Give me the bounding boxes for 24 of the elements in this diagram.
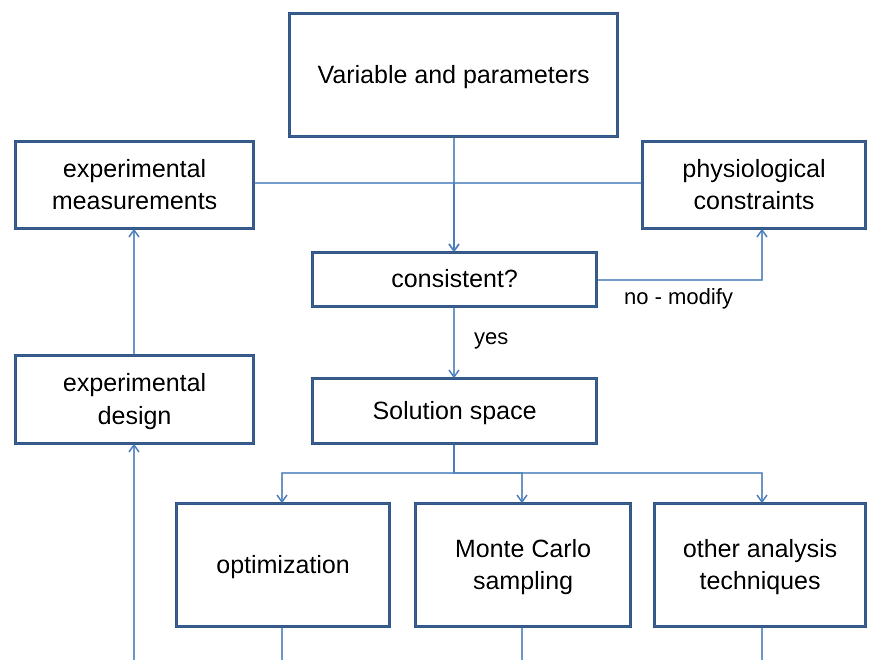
process-box [414, 502, 632, 628]
node-label: physiological constraints [681, 154, 827, 217]
arrow [128, 229, 140, 354]
process-box [175, 502, 391, 628]
node-label: optimization [216, 550, 350, 581]
node-label: consistent? [391, 264, 518, 296]
process-box [653, 502, 867, 628]
node-label: Monte Carlo sampling [454, 534, 592, 597]
node-label: Variable and parameters [318, 60, 590, 91]
process-box [311, 377, 598, 445]
node-label: experimental measurements [50, 154, 218, 217]
process-box [288, 12, 619, 138]
node-label: other analysis techniques [682, 534, 838, 597]
process-box [14, 354, 255, 445]
process-box [641, 140, 867, 230]
arrow [448, 182, 641, 252]
process-box [14, 140, 255, 230]
node-label: experimental design [62, 368, 208, 432]
arrow [453, 445, 768, 503]
arrow [448, 308, 460, 378]
arrow [598, 229, 768, 281]
node-label: Solution space [372, 396, 536, 427]
arrow [128, 444, 140, 660]
process-box [311, 251, 598, 308]
